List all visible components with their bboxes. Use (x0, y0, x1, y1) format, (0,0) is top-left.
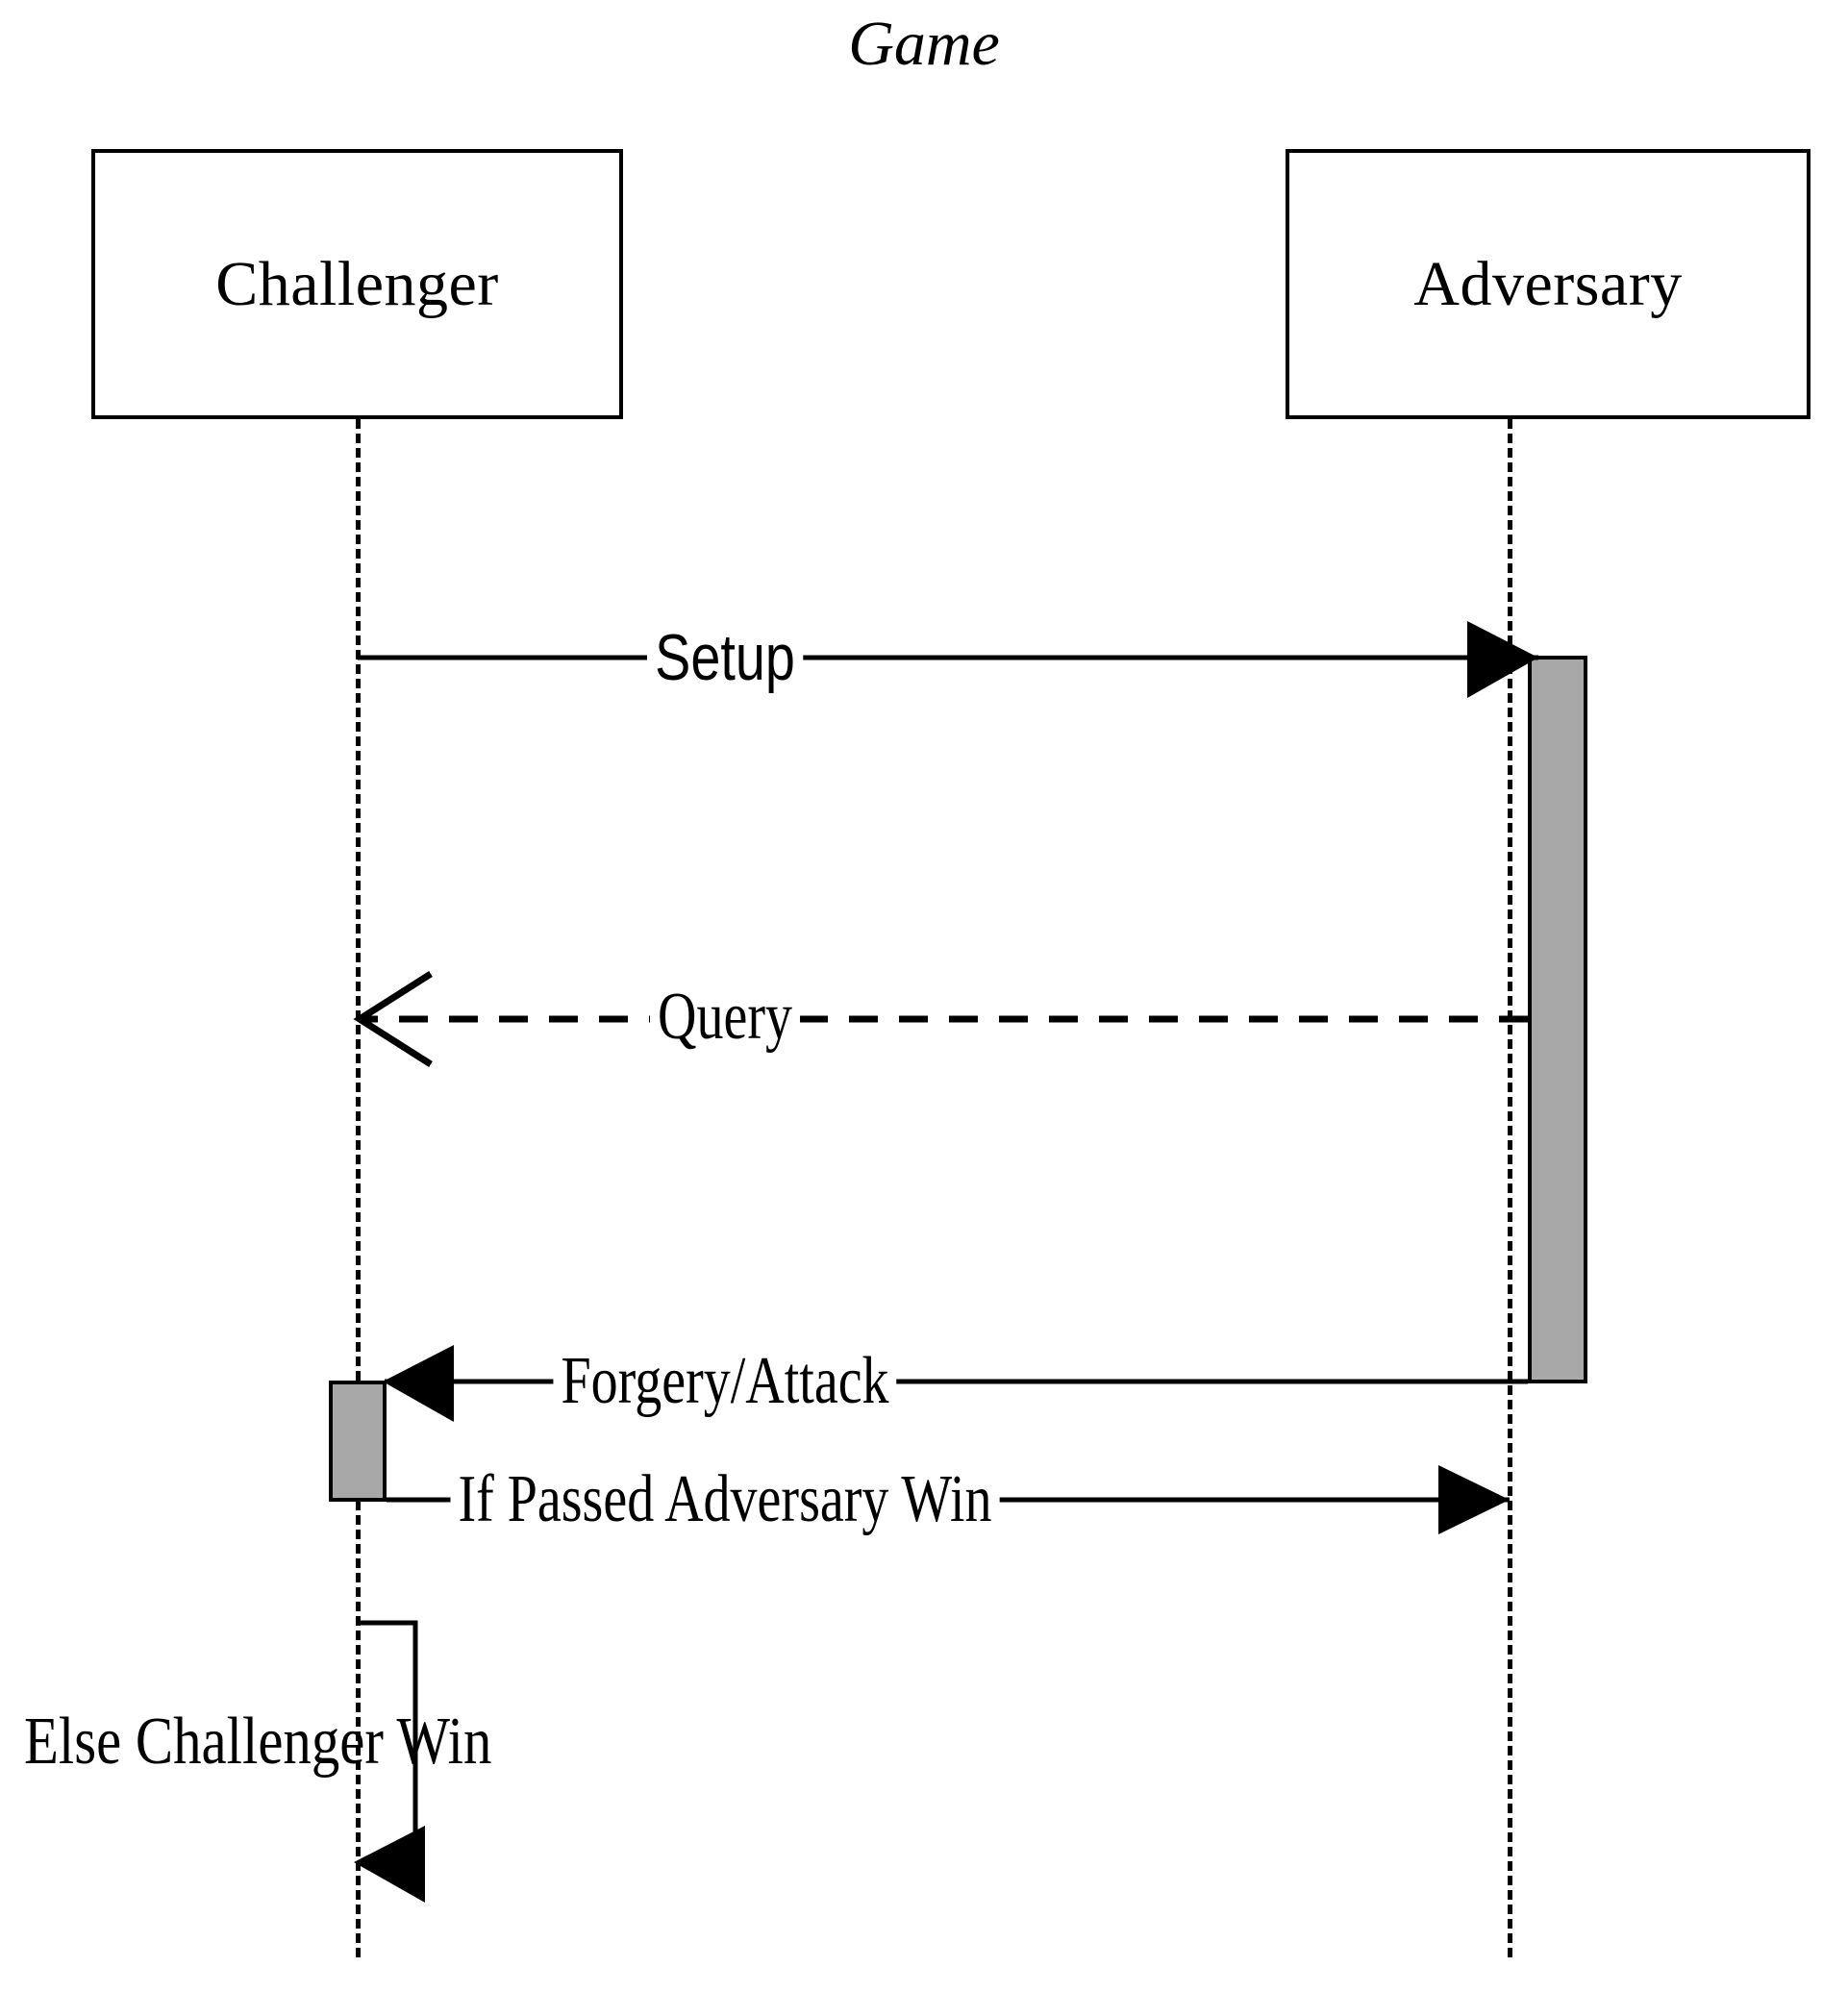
lifeline-adversary (1508, 419, 1512, 1957)
message-label-setup: Setup (646, 625, 804, 690)
participant-label-challenger: Challenger (215, 248, 499, 319)
participant-box-adversary[interactable]: Adversary (1286, 149, 1811, 419)
message-label-forgery-attack: Forgery/Attack (553, 1348, 897, 1415)
message-label-query: Query (650, 984, 800, 1051)
message-line-query[interactable] (353, 971, 1528, 1067)
participant-label-adversary: Adversary (1413, 248, 1683, 319)
lifeline-challenger (356, 419, 361, 1957)
if-passed-arrowhead-icon (1438, 1465, 1510, 1534)
activation-bar-challenger[interactable] (329, 1381, 387, 1502)
forgery-arrowhead-icon (383, 1345, 454, 1422)
message-line-setup[interactable] (358, 621, 1538, 698)
message-label-if-passed-adversary-win: If Passed Adversary Win (450, 1466, 1000, 1533)
page-title: Game (848, 9, 1000, 79)
participant-box-challenger[interactable]: Challenger (91, 149, 623, 419)
activation-bar-adversary[interactable] (1528, 656, 1587, 1383)
message-label-else-challenger-win: Else Challenger Win (24, 1705, 492, 1779)
else-arrowhead-icon (354, 1826, 425, 1903)
query-arrowhead-icon (353, 971, 433, 1067)
